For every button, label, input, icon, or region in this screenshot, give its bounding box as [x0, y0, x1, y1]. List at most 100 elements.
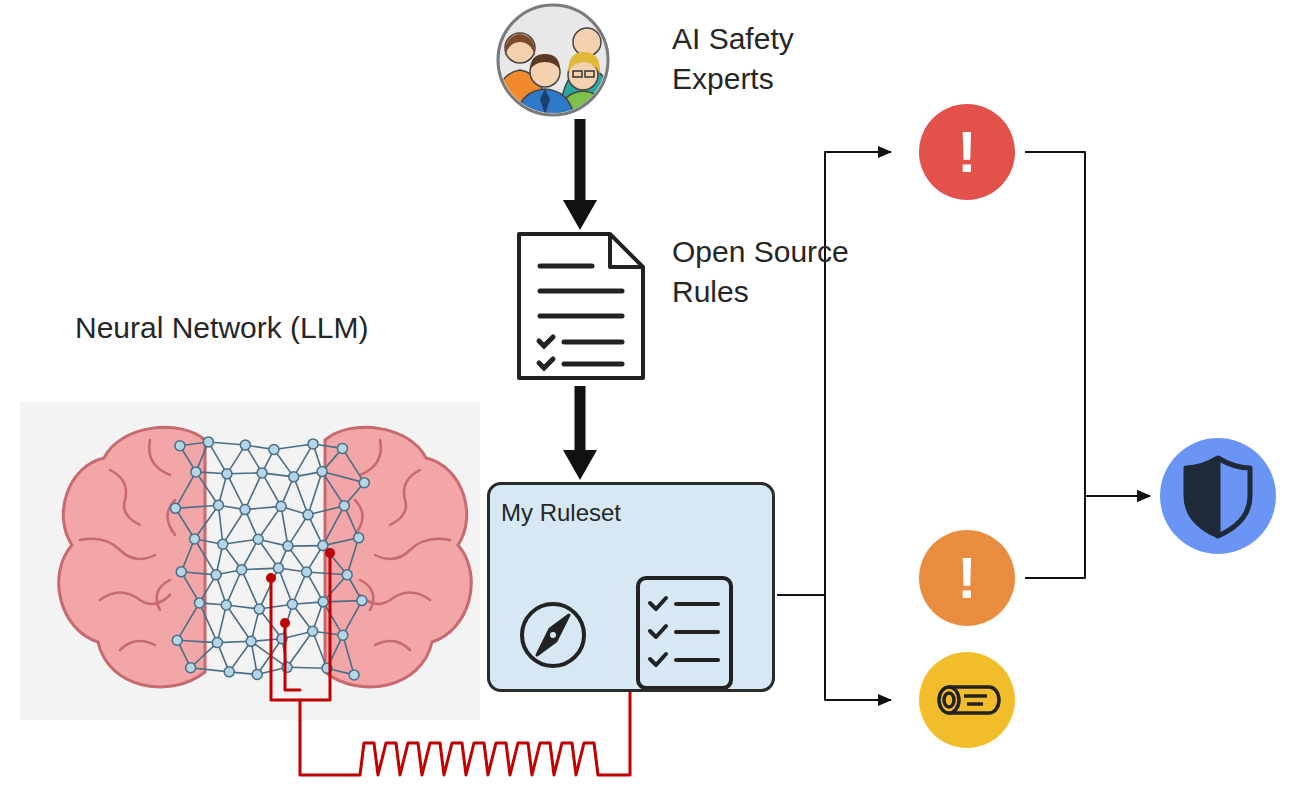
- network-link: [323, 602, 343, 635]
- network-node: [211, 570, 221, 580]
- network-node: [170, 503, 180, 513]
- network-link: [307, 572, 348, 575]
- network-node: [283, 541, 293, 551]
- network-node: [254, 604, 264, 614]
- brain-lobe: [59, 427, 205, 687]
- network-node: [194, 598, 204, 608]
- network-link: [177, 603, 199, 640]
- network-link: [343, 635, 354, 675]
- network-link: [274, 444, 313, 450]
- network-node: [289, 472, 299, 482]
- network-node: [317, 467, 327, 477]
- log-circle: [919, 652, 1015, 748]
- network-node: [302, 567, 312, 577]
- network-node: [338, 630, 348, 640]
- network-link: [177, 640, 217, 642]
- network-node: [287, 599, 297, 609]
- security-shield: [1160, 438, 1276, 554]
- network-link: [313, 631, 327, 668]
- network-link: [245, 473, 262, 510]
- network-node: [224, 667, 234, 677]
- network-node: [240, 440, 250, 450]
- alert-mark: !: [919, 530, 1015, 626]
- llm-node: Neural Network (LLM): [20, 402, 480, 720]
- log-circle-icon: [919, 652, 1015, 748]
- network-link: [195, 539, 217, 575]
- network-node: [308, 626, 318, 636]
- node-label: Open Source Rules: [672, 232, 877, 312]
- network-node: [337, 443, 347, 453]
- network-node: [203, 437, 213, 447]
- node-label: My Ruleset: [501, 498, 621, 528]
- network-node: [276, 501, 286, 511]
- security-shield-icon: [1160, 438, 1276, 554]
- network-link: [242, 570, 260, 609]
- network-link: [323, 506, 344, 546]
- network-link: [199, 603, 217, 643]
- network-link: [294, 477, 308, 515]
- network-link: [175, 505, 218, 508]
- network-link: [287, 631, 313, 667]
- warning-circle: !: [919, 530, 1015, 626]
- wire-connector: [300, 692, 630, 775]
- network-link: [195, 505, 219, 539]
- network-node: [176, 567, 186, 577]
- network-node: [186, 663, 196, 673]
- network-node: [240, 505, 250, 515]
- network-node: [237, 565, 247, 575]
- network-node: [246, 636, 256, 646]
- document-icon: [519, 234, 643, 378]
- node-label: AI Safety Experts: [672, 19, 837, 99]
- network-link: [347, 538, 358, 575]
- arrow-connector: [1025, 496, 1150, 578]
- node-label: Neural Network (LLM): [75, 310, 368, 346]
- network-node: [318, 597, 328, 607]
- network-node: [359, 478, 369, 488]
- network-link: [308, 472, 322, 515]
- arrow-connector: [777, 152, 891, 595]
- network-node: [252, 669, 262, 679]
- network-link: [262, 473, 281, 506]
- alert-circle: !: [919, 104, 1015, 200]
- network-link: [175, 472, 195, 508]
- arrow-connector: [1025, 152, 1150, 496]
- brain-illustration: [20, 402, 480, 720]
- arrow-connector: [575, 386, 586, 460]
- network-node: [253, 534, 263, 544]
- network-link: [322, 472, 344, 506]
- network-link: [343, 601, 362, 636]
- arrow-head: [563, 200, 597, 230]
- network-node: [191, 467, 201, 477]
- network-link: [227, 474, 245, 510]
- network-link: [251, 641, 287, 667]
- network-link: [217, 605, 226, 643]
- ruleset-box: My Ruleset: [487, 482, 775, 692]
- network-link: [196, 472, 219, 505]
- experts-icon: [492, 5, 614, 125]
- network-node: [212, 638, 222, 648]
- network-link: [281, 506, 288, 546]
- network-node: [349, 670, 359, 680]
- network-node: [175, 441, 185, 451]
- network-node: [257, 468, 267, 478]
- network-node: [342, 570, 352, 580]
- network-link: [191, 668, 230, 672]
- network-link: [259, 568, 278, 609]
- network-node: [308, 439, 318, 449]
- network-node: [303, 510, 313, 520]
- network-node: [318, 541, 328, 551]
- network-node: [218, 539, 228, 549]
- arrow-connector: [575, 119, 586, 210]
- network-node: [172, 635, 182, 645]
- network-node: [221, 600, 231, 610]
- network-link: [287, 667, 327, 670]
- network-link: [223, 510, 245, 545]
- experts-node: AI Safety Experts: [496, 5, 610, 115]
- network-node: [273, 563, 283, 573]
- network-node: [269, 445, 279, 455]
- network-node: [357, 596, 367, 606]
- network-link: [218, 505, 222, 544]
- wire: [271, 553, 330, 720]
- network-node: [190, 534, 200, 544]
- alert-mark: !: [919, 104, 1015, 200]
